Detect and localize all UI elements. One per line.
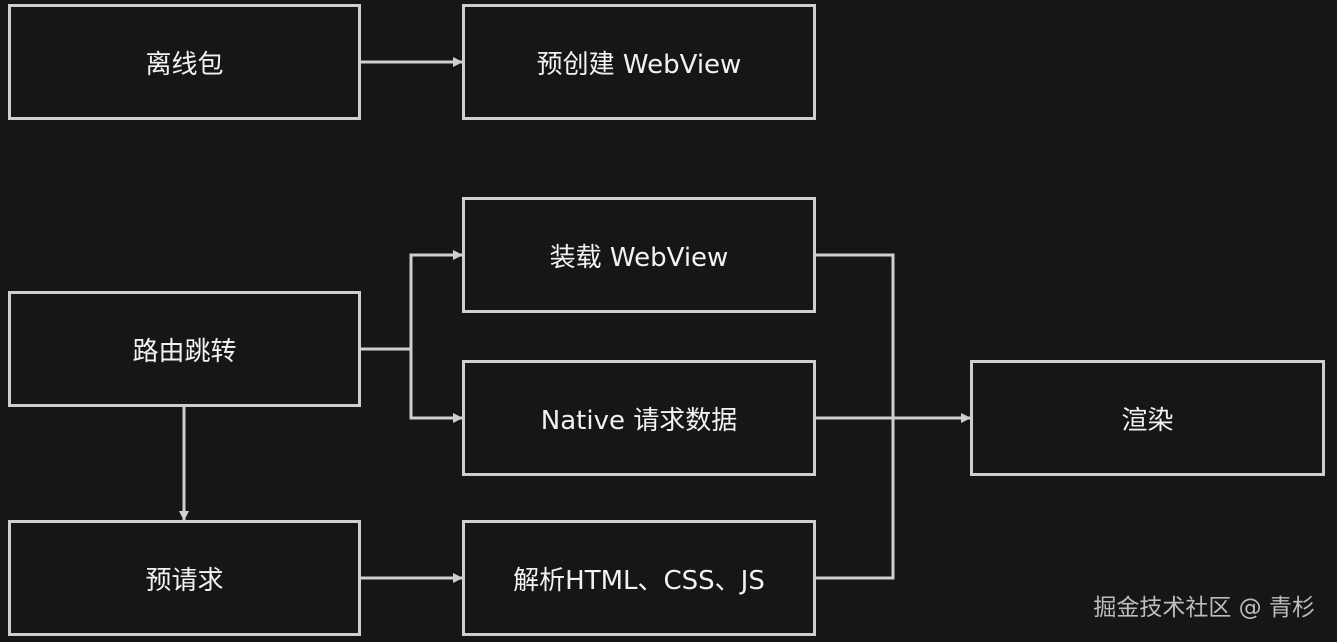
node-load-webview: 装载 WebView bbox=[462, 197, 816, 313]
node-parse-assets-label: 解析HTML、CSS、JS bbox=[513, 565, 765, 596]
watermark-text: 掘金技术社区 @ 青杉 bbox=[1093, 595, 1315, 621]
edge-load-webview-to-render bbox=[815, 253, 895, 418]
node-offline-package-label: 离线包 bbox=[145, 49, 224, 80]
node-prerequest: 预请求 bbox=[8, 520, 361, 636]
node-route-jump: 路由跳转 bbox=[8, 291, 361, 407]
node-route-jump-label: 路由跳转 bbox=[132, 336, 237, 367]
edge-route-to-native-request bbox=[409, 349, 463, 423]
node-prerequest-label: 预请求 bbox=[145, 565, 224, 596]
node-render-label: 渲染 bbox=[1121, 405, 1174, 436]
node-native-request: Native 请求数据 bbox=[462, 360, 816, 476]
edge-route-to-load-webview bbox=[361, 250, 463, 351]
node-render: 渲染 bbox=[970, 360, 1325, 476]
node-parse-assets: 解析HTML、CSS、JS bbox=[462, 520, 816, 636]
node-load-webview-label: 装载 WebView bbox=[549, 242, 729, 273]
node-native-request-label: Native 请求数据 bbox=[540, 405, 738, 436]
node-precreate-webview-label: 预创建 WebView bbox=[536, 49, 742, 80]
node-precreate-webview: 预创建 WebView bbox=[462, 4, 816, 120]
node-offline-package: 离线包 bbox=[8, 4, 361, 120]
edge-parse-to-render bbox=[815, 418, 895, 580]
